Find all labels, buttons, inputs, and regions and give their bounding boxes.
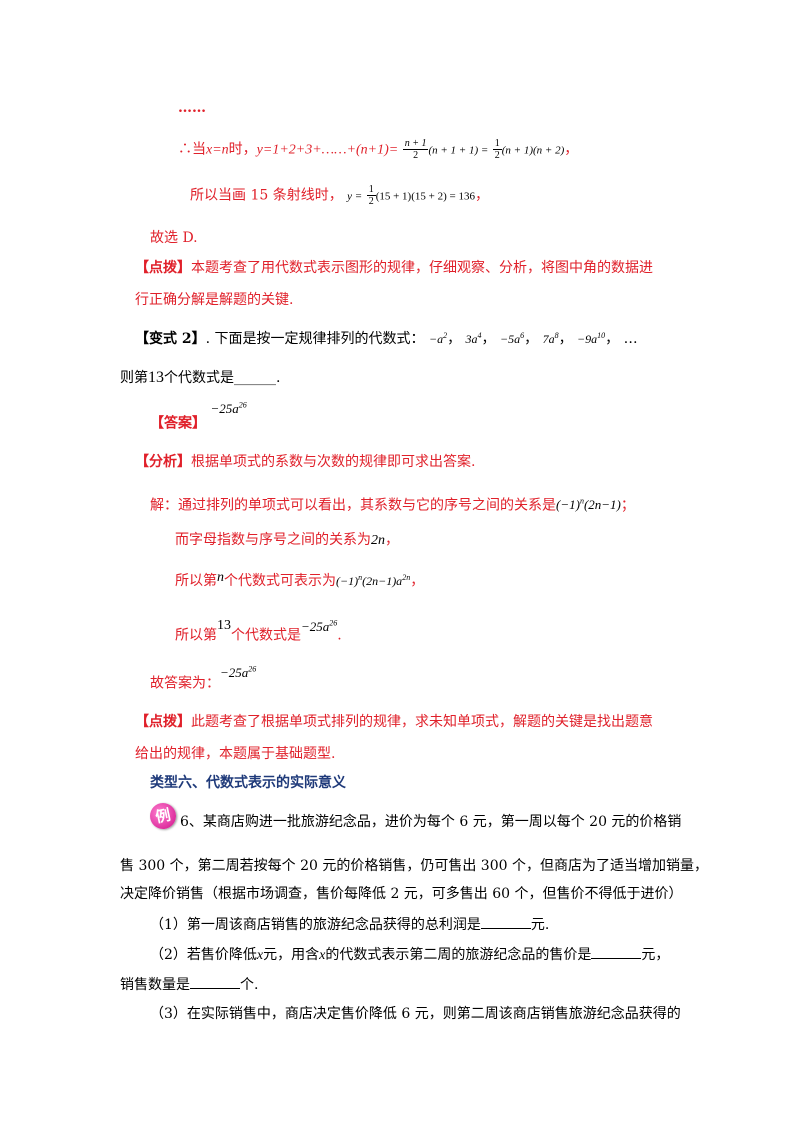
- question-3: （3）在实际销售中，商店决定售价降低 6 元，则第二周该商店销售旅游纪念品获得的: [150, 1006, 681, 1022]
- y-sum: y=1+2+3+……+(n+1)=: [256, 142, 399, 158]
- tip-1-line-1: 【点拨】本题考查了用代数式表示图形的规律，仔细观察、分析，将图中角的数据进: [135, 258, 653, 278]
- answer-expr: −25a26: [210, 401, 247, 417]
- tip-1-text: 本题考查了用代数式表示图形的规律，仔细观察、分析，将图中角的数据进: [191, 260, 653, 276]
- seq-term-4: 7a8: [542, 331, 559, 346]
- question-1: （1）第一周该商店销售的旅游纪念品获得的总利润是元.: [150, 914, 549, 935]
- tip-2-text: 此题考查了根据单项式排列的规律，求未知单项式，解题的关键是找出题意: [191, 714, 653, 730]
- x-eq-n: x=n: [206, 142, 229, 158]
- tip-1-label: 【点拨】: [135, 260, 191, 276]
- so-15-text: 所以当画 15 条射线时，: [190, 187, 343, 204]
- variant-2-text: . 下面是按一定规律排列的代数式：: [205, 331, 425, 347]
- analysis-label: 【分析】: [135, 454, 191, 470]
- y-eq: y =: [347, 190, 363, 203]
- seq-term-5: −9a10: [577, 331, 606, 346]
- x-var: x: [256, 948, 264, 963]
- x-var-2: x: [319, 948, 326, 963]
- solution-line-2: 而字母指数与序号之间的关系为2n，: [175, 532, 399, 548]
- question-13th: 则第13个代数式是______.: [120, 369, 281, 386]
- tip-2-line-1: 【点拨】此题考查了根据单项式排列的规律，求未知单项式，解题的关键是找出题意: [135, 712, 653, 732]
- seq-ellipsis: …: [623, 331, 638, 347]
- solution-line-1: 解：通过排列的单项式可以看出，其系数与它的序号之间的关系是(−1)n(2n−1)…: [150, 497, 635, 514]
- variant-2-line: 【变式 2】. 下面是按一定规律排列的代数式： −a2， 3a4， −5a6， …: [135, 331, 638, 347]
- paren-expr-2: (n + 1)(n + 2): [501, 144, 565, 157]
- example-6-line-2: 售 300 个，第二周若按每个 20 元的价格销售，仍可售出 300 个，但商店…: [120, 858, 708, 874]
- seq-term-2: 3a4: [465, 331, 482, 346]
- blank-2: [591, 944, 642, 959]
- example-6-line-1: 6、某商店购进一批旅游纪念品，进价为每个 6 元，第一周以每个 20 元的价格销: [180, 814, 682, 830]
- final-answer-line: 故答案为：−25a26: [150, 665, 257, 692]
- seq-term-1: −a2: [428, 331, 448, 346]
- paren-expr-1: (n + 1 + 1) =: [428, 144, 489, 157]
- tip-2-label: 【点拨】: [135, 714, 191, 730]
- blank-3: [190, 974, 240, 989]
- answer-line: 【答案】 −25a26: [150, 401, 247, 433]
- answer-label: 【答案】: [150, 415, 206, 432]
- analysis-text: 根据单项式的系数与次数的规律即可求出答案.: [191, 454, 476, 470]
- solution-line-3: 所以第n个代数式可表示为(−1)n(2n−1)a2n，: [175, 570, 425, 589]
- section-title: 类型六、代数式表示的实际意义: [150, 775, 346, 791]
- number-13-b: 13: [217, 618, 231, 634]
- coef-expr: (−1)n(2n−1): [556, 497, 621, 513]
- variant-2-label: 【变式 2】: [135, 331, 206, 347]
- comma: ，: [474, 187, 489, 204]
- term-13-expr: −25a26: [301, 619, 338, 635]
- question-2-line-1: （2）若售价降低x元，用含x的代数式表示第二周的旅游纪念品的售价是元，: [150, 944, 669, 966]
- answer-choose-d: 故选 D.: [150, 230, 198, 246]
- blank-1: [480, 914, 531, 929]
- number-13: 13: [148, 369, 164, 386]
- analysis-line: 【分析】根据单项式的系数与次数的规律即可求出答案.: [135, 452, 475, 472]
- example-badge-icon: 例: [147, 800, 179, 832]
- example-6-line-3: 决定降价销售（根据市场调查，售价每降低 2 元，可多售出 60 个，但售价不得低…: [120, 886, 683, 902]
- tip-1-line-2: 行正确分解是解题的关键.: [135, 292, 294, 308]
- n-var: n: [217, 570, 224, 585]
- general-term-expr: (−1)n(2n−1)a2n: [336, 573, 411, 588]
- solution-line-4: 所以第13个代数式是−25a26.: [175, 618, 342, 644]
- paren-15-expr: (15 + 1)(15 + 2) = 136: [375, 190, 475, 203]
- ellipsis-line: ……: [178, 100, 206, 116]
- shi-text: 时，: [228, 141, 257, 158]
- therefore-text: ∴当: [178, 141, 206, 158]
- seq-term-3: −5a6: [500, 331, 525, 346]
- tip-2-line-2: 给出的规律，本题属于基础题型.: [135, 746, 336, 762]
- exp-expr: 2n: [371, 533, 385, 548]
- final-answer-expr: −25a26: [220, 665, 257, 681]
- comma: ，: [564, 141, 579, 158]
- question-2-line-2: 销售数量是个.: [120, 974, 258, 995]
